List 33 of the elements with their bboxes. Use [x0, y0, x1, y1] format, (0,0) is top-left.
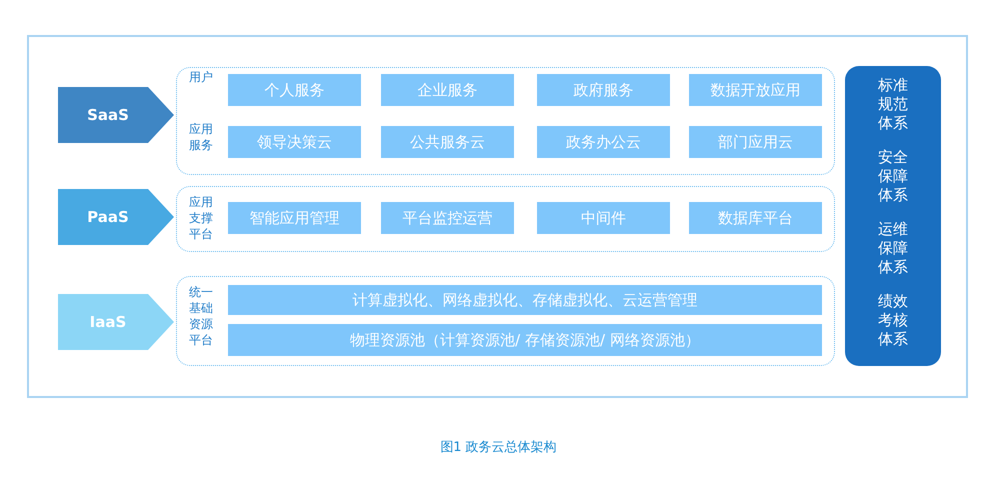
system-label: 运维保障体系: [877, 220, 909, 277]
system-label: 标准规范体系: [877, 76, 909, 133]
service-box: 中间件: [537, 202, 670, 234]
service-box: 数据库平台: [689, 202, 822, 234]
service-box: 平台监控运营: [381, 202, 514, 234]
service-box: 领导决策云: [228, 126, 361, 158]
system-label: 绩效考核体系: [877, 292, 909, 349]
service-box: 政府服务: [537, 74, 670, 106]
layer-arrow: [58, 87, 174, 143]
layer-panel: [176, 186, 835, 252]
layer-heading: 应用服务: [189, 121, 213, 153]
layer-arrow: [58, 294, 174, 350]
layer-heading: 应用支撑平台: [189, 194, 213, 242]
service-box: 智能应用管理: [228, 202, 361, 234]
figure-caption: 图1 政务云总体架构: [439, 439, 558, 456]
service-box: 计算虚拟化、网络虚拟化、存储虚拟化、云运营管理: [228, 285, 822, 315]
layer-label: PaaS: [86, 207, 130, 228]
system-panel: [845, 66, 941, 366]
layer-label: SaaS: [86, 105, 130, 126]
layer-panel: [176, 67, 835, 175]
service-box: 物理资源池（计算资源池/ 存储资源池/ 网络资源池）: [228, 324, 822, 356]
layer-arrow: [58, 189, 174, 245]
service-box: 部门应用云: [689, 126, 822, 158]
layer-panel: [176, 276, 835, 366]
layer-label: IaaS: [88, 312, 128, 333]
layer-heading: 用户: [189, 69, 213, 85]
service-box: 个人服务: [228, 74, 361, 106]
service-box: 企业服务: [381, 74, 514, 106]
service-box: 政务办公云: [537, 126, 670, 158]
layer-heading: 统一基础资源平台: [189, 284, 213, 348]
service-box: 数据开放应用: [689, 74, 822, 106]
service-box: 公共服务云: [381, 126, 514, 158]
system-label: 安全保障体系: [877, 148, 909, 205]
